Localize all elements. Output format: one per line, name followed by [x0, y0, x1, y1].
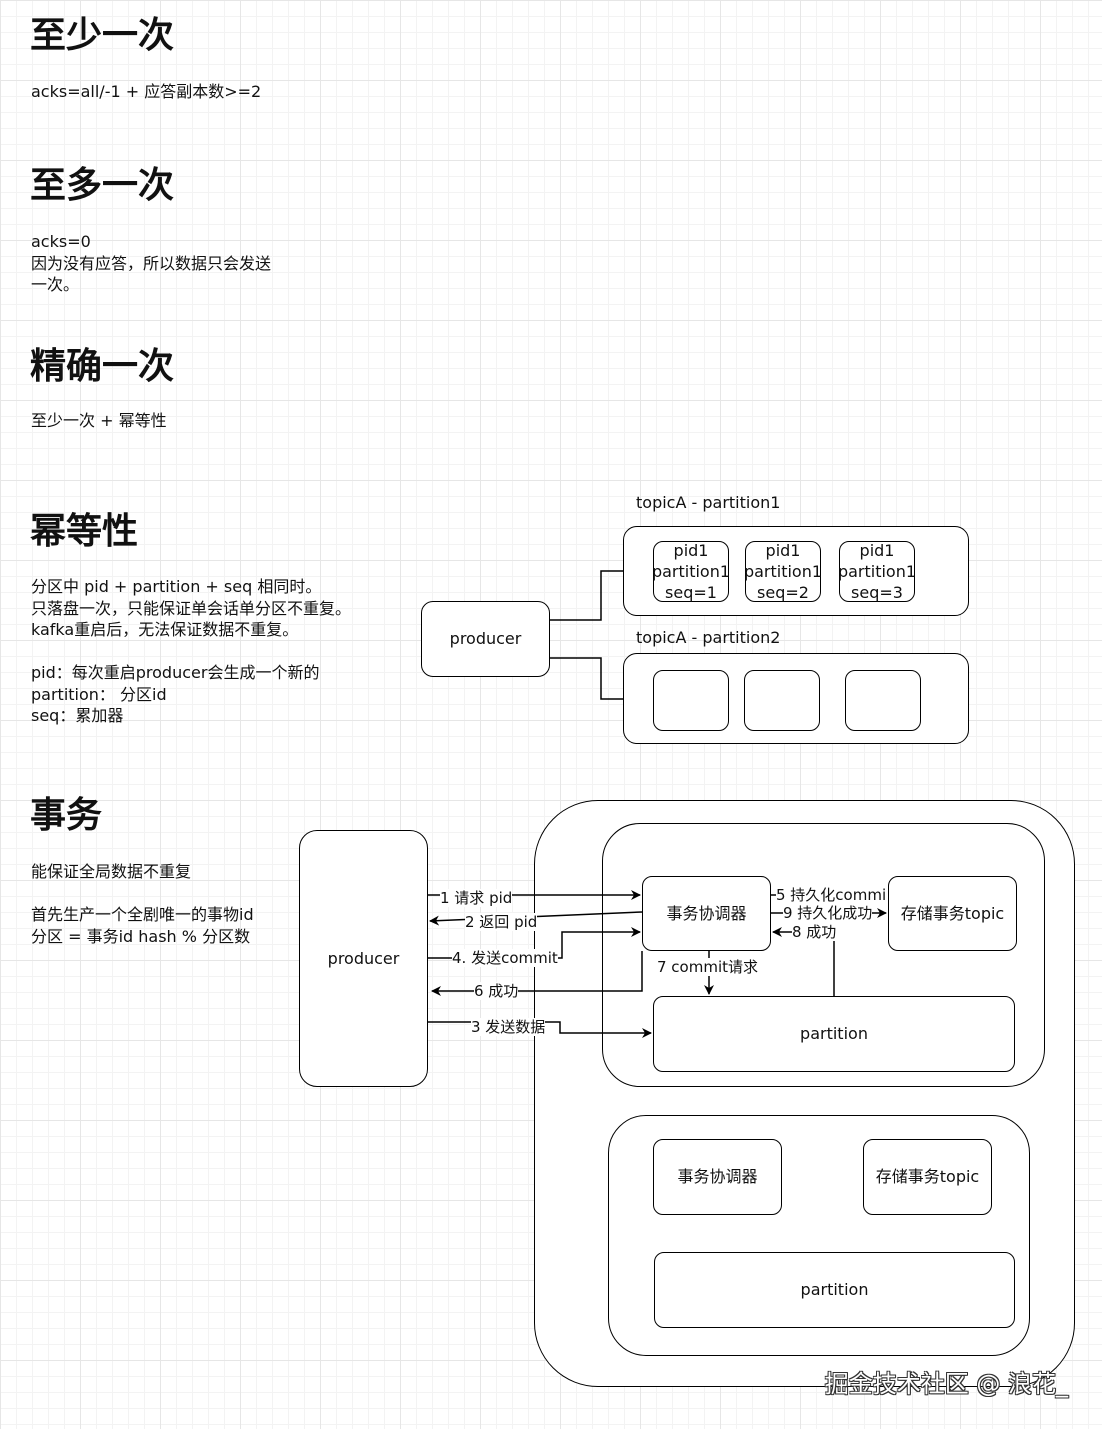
coordinator-box: 事务协调器	[642, 876, 771, 951]
watermark: 掘金技术社区 @ 浪花_	[824, 1370, 1068, 1398]
partition-label: partition	[800, 1024, 868, 1043]
text-line	[31, 883, 254, 905]
text-line: 因为没有应答，所以数据只会发送	[31, 253, 272, 273]
message-seq: seq=2	[757, 583, 809, 602]
text-line: acks=0	[31, 232, 91, 251]
topic2-label: topicA - partition2	[636, 628, 781, 647]
text-exactly-once: 至少一次 + 幂等性	[31, 410, 167, 432]
title-at-most-once: 至多一次	[30, 165, 175, 206]
producer-box: producer	[421, 601, 550, 677]
message-pid: pid1	[859, 541, 895, 560]
coordinator-label: 事务协调器	[666, 903, 747, 923]
edge-label: 6 成功	[474, 982, 519, 1000]
text-line: 至少一次 + 幂等性	[31, 411, 167, 430]
message-partition: partition1	[837, 562, 917, 581]
message-partition: partition1	[743, 562, 823, 581]
coordinator-box-2: 事务协调器	[653, 1139, 782, 1215]
text-line: pid：每次重启producer会生成一个新的	[31, 663, 320, 682]
partition-box-2: partition	[654, 1252, 1015, 1328]
edge-label: 1 请求 pid	[440, 889, 513, 907]
text-line: 分区中 pid + partition + seq 相同时。	[31, 577, 322, 596]
empty-message-box	[744, 670, 820, 731]
connector-line	[550, 657, 623, 700]
title-idempotence: 幂等性	[30, 511, 139, 552]
message-box: pid1 partition1 seq=3	[837, 541, 917, 602]
message-pid: pid1	[673, 541, 709, 560]
message-box: pid1 partition1 seq=2	[743, 541, 823, 602]
edge-label: 4. 发送commit	[452, 949, 558, 967]
partition-box: partition	[653, 996, 1015, 1072]
text-at-least-once: acks=all/-1 + 应答副本数>=2	[31, 81, 261, 103]
edge-label: 3 发送数据	[471, 1018, 546, 1036]
edge-label: 5 持久化commi	[776, 886, 887, 904]
text-line: 首先生产一个全剧唯一的事物id	[31, 905, 254, 924]
text-line: 一次。	[31, 275, 80, 294]
producer-label: producer	[449, 629, 522, 648]
text-idempotence: 分区中 pid + partition + seq 相同时。 只落盘一次，只能保…	[31, 576, 351, 727]
title-exactly-once: 精确一次	[30, 346, 175, 387]
text-line: 分区 = 事务id hash % 分区数	[31, 926, 251, 946]
connector-line	[550, 570, 623, 621]
text-transaction: 能保证全局数据不重复 首先生产一个全剧唯一的事物id 分区 = 事务id has…	[31, 861, 254, 947]
message-seq: seq=3	[851, 583, 903, 602]
edge-label: 2 返回 pid	[465, 913, 538, 931]
partition-label: partition	[800, 1280, 869, 1299]
txn-topic-box: 存储事务topic	[888, 876, 1017, 951]
txn-topic-label: 存储事务topic	[900, 903, 1005, 923]
edge-label: 9 持久化成功	[783, 904, 873, 922]
producer-label: producer	[327, 948, 400, 968]
message-box: pid1 partition1 seq=1	[651, 541, 731, 602]
empty-message-box	[653, 670, 729, 731]
text-line: partition： 分区id	[31, 684, 167, 704]
text-line	[31, 641, 351, 663]
message-pid: pid1	[765, 541, 801, 560]
text-line: acks=all/-1 + 应答副本数>=2	[31, 82, 262, 101]
text-line: kafka重启后，无法保证数据不重复。	[31, 620, 299, 639]
text-at-most-once: acks=0 因为没有应答，所以数据只会发送 一次。	[31, 231, 271, 296]
message-partition: partition1	[651, 562, 731, 581]
empty-message-box	[845, 670, 921, 731]
edge-label: 7 commit请求	[657, 958, 759, 976]
text-line: 能保证全局数据不重复	[31, 862, 192, 881]
txn-producer-box: producer	[299, 830, 428, 1087]
title-at-least-once: 至少一次	[30, 15, 175, 56]
coordinator-label: 事务协调器	[677, 1167, 758, 1186]
txn-topic-box-2: 存储事务topic	[863, 1139, 992, 1215]
text-line: 只落盘一次，只能保证单会话单分区不重复。	[31, 598, 352, 618]
topic1-label: topicA - partition1	[636, 493, 781, 512]
text-line: seq：累加器	[31, 706, 124, 725]
message-seq: seq=1	[665, 583, 717, 602]
edge-label: 8 成功	[792, 923, 837, 941]
txn-topic-label: 存储事务topic	[875, 1167, 980, 1186]
title-transaction: 事务	[30, 795, 103, 836]
